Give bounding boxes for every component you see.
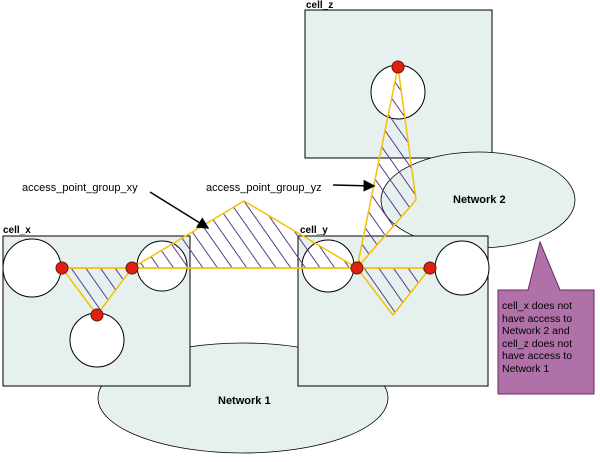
network-2-label: Network 2 [453, 194, 506, 206]
cell-z-label: cell_z [306, 0, 333, 11]
cell-y-label: cell_y [300, 225, 328, 236]
callout-box [497, 240, 595, 395]
access-point-group-yz-shape [355, 66, 417, 271]
group-xy-label: access_point_group_xy [22, 182, 138, 194]
network-1-label: Network 1 [218, 395, 271, 407]
access-point-marker [391, 60, 405, 74]
access-point-marker [125, 261, 139, 275]
cell-x-label: cell_x [3, 225, 31, 236]
group-yz-label: access_point_group_yz [206, 182, 322, 194]
group-yz-arrow [332, 179, 376, 192]
access-point-marker [90, 308, 104, 322]
access-point-marker [55, 261, 69, 275]
callout-text: cell_x does not have access to Network 2… [502, 300, 573, 375]
server-circle [434, 240, 490, 296]
group-xy-arrow [149, 191, 210, 229]
access-point-marker [350, 261, 364, 275]
server-circle [2, 238, 62, 298]
access-point-marker [423, 261, 437, 275]
